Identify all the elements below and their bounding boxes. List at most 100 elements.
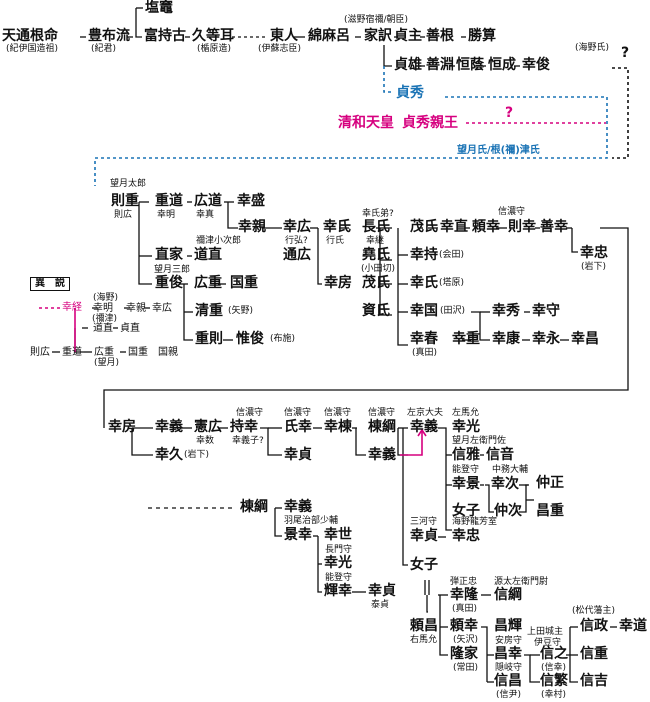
- node-b23: 通広: [283, 247, 311, 263]
- node-b12: 幸氏: [323, 219, 351, 235]
- node-d24: 信音: [486, 447, 514, 463]
- note-e03: 羽尾治部少輔: [284, 516, 339, 526]
- node-a06: 富持古: [144, 28, 186, 44]
- node-d32: 昌重: [536, 503, 564, 519]
- node-d23: 信雅: [452, 447, 480, 463]
- alt-c15: 国親: [158, 347, 178, 358]
- node-d29: 仲正: [536, 475, 564, 491]
- node-b02: 則重: [111, 193, 139, 209]
- node-b17: 茂氏: [410, 219, 438, 235]
- note-b07: 幸真: [196, 210, 215, 220]
- node-d36: 幸忠: [452, 528, 480, 544]
- note-d16: 左馬允: [452, 408, 480, 418]
- node-a05: 塩竈: [145, 0, 173, 16]
- node-a20: 恒成: [488, 57, 516, 73]
- node-a11: 綿麻呂: [308, 28, 350, 44]
- node-d30: 女子: [452, 503, 480, 519]
- note-a10: (伊蘇志臣): [258, 44, 302, 54]
- node-d35: 幸貞: [410, 528, 438, 544]
- node-a17: 貞雄: [394, 57, 422, 73]
- note-d07: 幸義子?: [232, 436, 264, 446]
- node-b49: 惟俊: [236, 331, 264, 347]
- note-b40: (塔原): [439, 278, 465, 288]
- alt-c04: 幸明: [93, 303, 113, 314]
- alt-c07: (禰津): [92, 314, 118, 324]
- note-b13: 行氏: [326, 236, 345, 246]
- note-d26: 中務大輔: [492, 465, 529, 475]
- note-f25: (幸村): [541, 690, 567, 700]
- alt-c14: 国重: [128, 347, 148, 358]
- node-e09: 輝幸: [324, 583, 352, 599]
- note-d08: 信濃守: [284, 408, 312, 418]
- node-b48: 重則: [195, 331, 223, 347]
- node-a18: 善淵: [426, 57, 454, 73]
- node-b51: 幸春: [410, 331, 438, 347]
- note-a04: (紀君): [91, 44, 117, 54]
- node-b46: 清重: [195, 303, 223, 319]
- mark-a23: ?: [621, 45, 630, 61]
- node-b22: 善幸: [540, 219, 568, 235]
- note-b43: (田沢): [440, 306, 466, 316]
- node-b20: 頼幸: [472, 219, 500, 235]
- note-b25: (小田切): [361, 264, 396, 274]
- note-b05: 幸明: [157, 210, 176, 220]
- node-b38: 茂氏: [362, 275, 390, 291]
- node-b34: 重俊: [155, 275, 183, 291]
- node-f27: 信昌: [494, 673, 522, 689]
- node-f26: 信吉: [580, 673, 608, 689]
- node-d18: 幸久: [155, 447, 183, 463]
- node-b06: 広道: [194, 193, 222, 209]
- note-e08: 能登守: [325, 573, 353, 583]
- note-f19: (信幸): [541, 663, 567, 673]
- note-a08: (楯原造): [197, 44, 232, 54]
- note-d19: (岩下): [184, 450, 210, 460]
- note-b50: (布施): [270, 334, 296, 344]
- note-a12: (滋野宿禰/朝臣): [344, 15, 409, 25]
- node-f08: 頼幸: [450, 618, 478, 634]
- node-b09: 幸親: [238, 219, 266, 235]
- note-b31: 禰津小次郎: [196, 236, 242, 246]
- note-b27: (会田): [439, 250, 465, 260]
- node-b30: 直家: [155, 247, 183, 263]
- node-b45: 幸守: [532, 303, 560, 319]
- node-f17: 昌幸: [494, 646, 522, 662]
- note-b47: (矢野): [228, 306, 254, 316]
- note-d14: 左京大夫: [407, 408, 444, 418]
- mark-a27: ?: [505, 105, 514, 121]
- node-b37: 幸房: [324, 275, 352, 291]
- note-b19: 信濃守: [498, 207, 526, 217]
- node-e02: 幸義: [284, 499, 312, 515]
- node-a21: 幸俊: [522, 57, 550, 73]
- node-a26: 貞秀親王: [402, 115, 458, 131]
- node-a01: 天通根命: [2, 28, 58, 44]
- node-d28: 幸次: [491, 476, 519, 492]
- node-a16: 勝算: [468, 28, 496, 44]
- node-d20: 幸貞: [284, 447, 312, 463]
- node-b42: 幸国: [410, 303, 438, 319]
- note-b11: 行弘?: [285, 236, 308, 246]
- node-b54: 幸康: [492, 331, 520, 347]
- node-e05: 幸世: [324, 527, 352, 543]
- node-d17: 幸光: [452, 419, 480, 435]
- node-b53: 幸重: [452, 331, 480, 347]
- alt-c05: 幸親: [126, 303, 146, 314]
- node-a28: 望月氏/根(禰)津氏: [457, 145, 540, 156]
- node-d37: 女子: [410, 557, 438, 573]
- note-f12: 伊豆守: [534, 638, 562, 648]
- node-a24: 貞秀: [396, 85, 424, 101]
- node-b18: 幸直: [440, 219, 468, 235]
- node-b26: 幸持: [410, 247, 438, 263]
- node-d15: 幸義: [410, 419, 438, 435]
- node-a07: 久等耳: [192, 28, 234, 44]
- alt-c06: 幸広: [152, 303, 172, 314]
- note-b29: (岩下): [581, 262, 607, 272]
- node-b08: 幸盛: [237, 193, 265, 209]
- node-b21: 則幸: [508, 219, 536, 235]
- note-f16: 安房守: [495, 636, 523, 646]
- node-a09: 東人: [270, 28, 298, 44]
- alt-c09: 貞直: [120, 323, 140, 334]
- node-f21: 隆家: [450, 646, 478, 662]
- alt-c10: 則広: [30, 347, 50, 358]
